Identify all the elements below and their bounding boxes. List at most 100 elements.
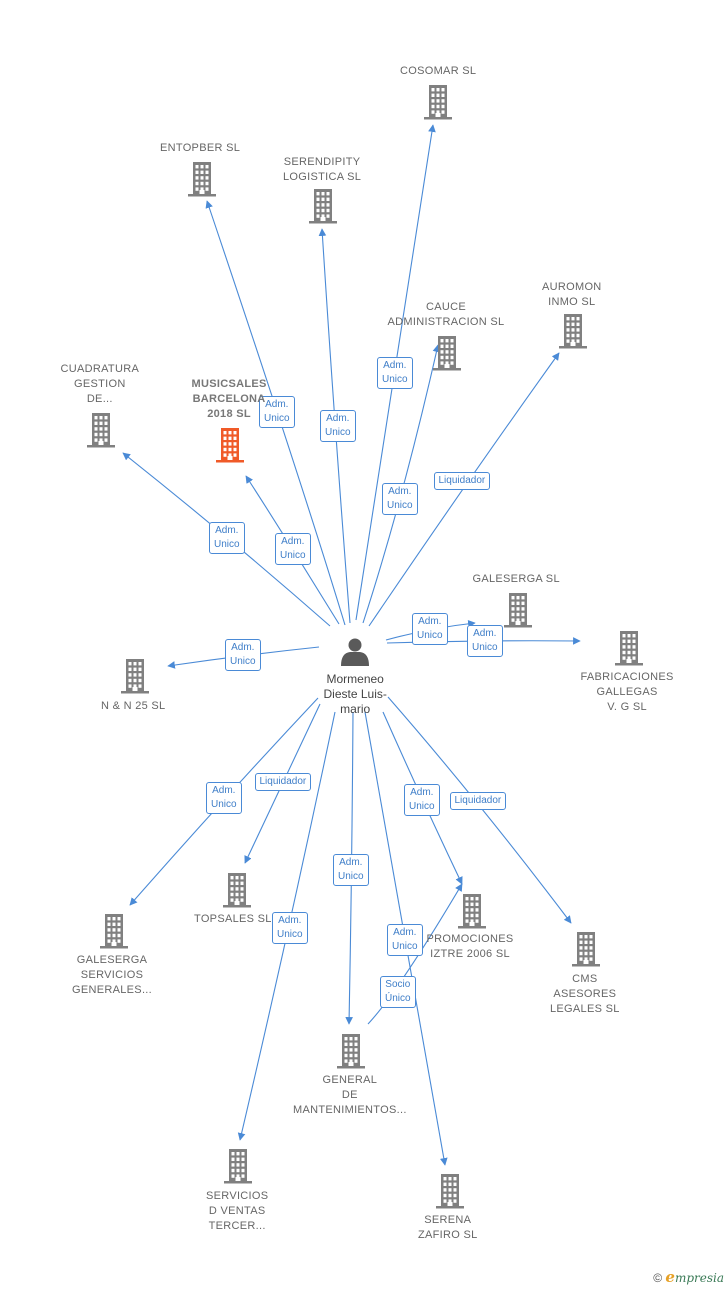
edge-role-text: Unico [417,630,443,641]
company-label-serena[interactable]: SERENA ZAFIRO SL [418,1213,478,1243]
company-name-line: MANTENIMIENTOS... [293,1104,407,1116]
edge-role-text: Unico [280,550,306,561]
edge-role-text: Adm. [231,642,255,653]
edge-role-text: Unico [277,929,303,940]
company-building-icon[interactable] [436,1174,464,1209]
company-name-line: LEGALES SL [550,1003,620,1015]
edge-role-text: Unico [392,941,418,952]
company-name-line: MUSICSALES [191,378,267,390]
person-name-line: Dieste Luis- [323,687,387,701]
edge-role-badge[interactable]: Adm.Unico [404,784,440,816]
company-label-auromon[interactable]: AUROMON INMO SL [542,280,602,310]
edge-role-text: Adm. [215,525,239,536]
edge-role-text: Liquidador [454,795,502,806]
edge-role-badge[interactable]: Adm.Unico [259,396,295,428]
company-name-line: ENTOPBER SL [160,142,241,154]
company-building-icon[interactable] [224,1149,252,1184]
company-name-line: AUROMON [542,281,602,293]
company-label-nn25[interactable]: N & N 25 SL [101,699,165,714]
company-building-icon[interactable] [87,413,115,448]
company-name-line: BARCELONA [192,393,266,405]
company-building-icon[interactable] [188,162,216,197]
company-label-topsales[interactable]: TOPSALES SL [194,912,272,927]
company-building-icon[interactable] [559,314,587,349]
company-building-icon[interactable] [504,593,532,628]
company-building-icon[interactable] [572,932,600,967]
company-building-icon[interactable] [458,894,486,929]
footer-brand[interactable]: © empresia [653,1268,724,1286]
company-name-line: SERVICIOS [80,969,144,981]
edge-role-badge[interactable]: Adm.Unico [387,924,423,956]
company-name-line: IZTRE 2006 SL [430,948,510,960]
company-name-line: D VENTAS [208,1205,266,1217]
company-label-promociones[interactable]: PROMOCIONES IZTRE 2006 SL [427,932,514,962]
company-label-galeserga[interactable]: GALESERGA SL [473,572,560,587]
company-name-line: ZAFIRO SL [418,1229,478,1241]
company-label-entopber[interactable]: ENTOPBER SL [160,141,240,156]
company-building-icon[interactable] [100,914,128,949]
company-building-icon[interactable] [615,631,643,666]
edge-role-text: Unico [214,539,240,550]
edge-role-badge[interactable]: Adm. Unico [209,522,245,554]
company-name-line: V. G SL [607,701,647,713]
edge-role-badge[interactable]: Liquidador [449,792,507,810]
person-icon[interactable] [341,638,369,667]
edge-role-badge[interactable]: Adm.Unico [377,357,413,389]
company-building-icon[interactable] [121,659,149,694]
edge-role-text: Unico [472,642,498,653]
company-name-line: CUADRATURA [60,363,140,375]
edge-role-badge[interactable]: Adm.Unico [225,639,261,671]
edge-role-text: Adm. [212,785,236,796]
company-name-line: ADMINISTRACION SL [387,316,505,328]
company-name-line: GENERALES... [72,984,153,996]
company-label-cms[interactable]: CMS ASESORES LEGALES SL [550,972,620,1017]
edge-role-badge[interactable]: Adm.Unico [320,410,356,442]
edge-role-badge[interactable]: Adm.Unico [467,625,503,657]
edge-role-text: Adm. [410,787,434,798]
company-name-line: GESTION [73,378,126,390]
main-company-building-icon[interactable] [216,428,244,463]
edge-role-text: Unico [325,427,351,438]
company-name-line: ASESORES [553,988,617,1000]
edge-promociones [367,883,463,1025]
edge-role-text: Adm. [418,616,442,627]
company-name-line: GENERAL [322,1074,378,1086]
company-name-line: SERVICIOS [206,1190,269,1202]
edge-role-badge[interactable]: Adm. Unico [412,613,448,645]
company-building-icon[interactable] [424,85,452,120]
company-building-icon[interactable] [223,873,251,908]
edge-role-text: Unico [387,500,413,511]
edge-role-badge[interactable]: Liquidador [433,472,491,490]
edge-role-badge[interactable]: Adm.Unico [382,483,418,515]
company-label-general[interactable]: GENERAL DE MANTENIMIENTOS... [293,1073,407,1118]
edge-role-text: Unico [338,871,364,882]
company-building-icon[interactable] [309,189,337,224]
company-name-line: PROMOCIONES [426,933,514,945]
empresia-logo: empresia [665,1268,724,1286]
edge-role-badge[interactable]: Adm. Unico [272,912,308,944]
company-name-line: SERENA [424,1214,472,1226]
edge-role-text: Unico [211,799,237,810]
company-name-line: DE [341,1089,358,1101]
company-label-servicios_ventas[interactable]: SERVICIOS D VENTAS TERCER... [206,1189,268,1234]
company-name-line: LOGISTICA SL [283,171,362,183]
company-name-line: INMO SL [548,296,596,308]
edge-role-badge[interactable]: Adm.Unico [333,854,369,886]
edge-role-badge[interactable]: Adm. Unico [206,782,242,814]
company-name-line: CMS [572,973,598,985]
company-label-cosomar[interactable]: COSOMAR SL [400,64,476,79]
company-building-icon[interactable] [433,336,461,371]
company-building-icon[interactable] [337,1034,365,1069]
edge-role-badge[interactable]: Adm.Unico [275,533,311,565]
edge-role-text: Adm. [278,915,302,926]
company-name-line: TERCER... [208,1220,266,1232]
edge-role-badge[interactable]: Liquidador [254,773,312,791]
